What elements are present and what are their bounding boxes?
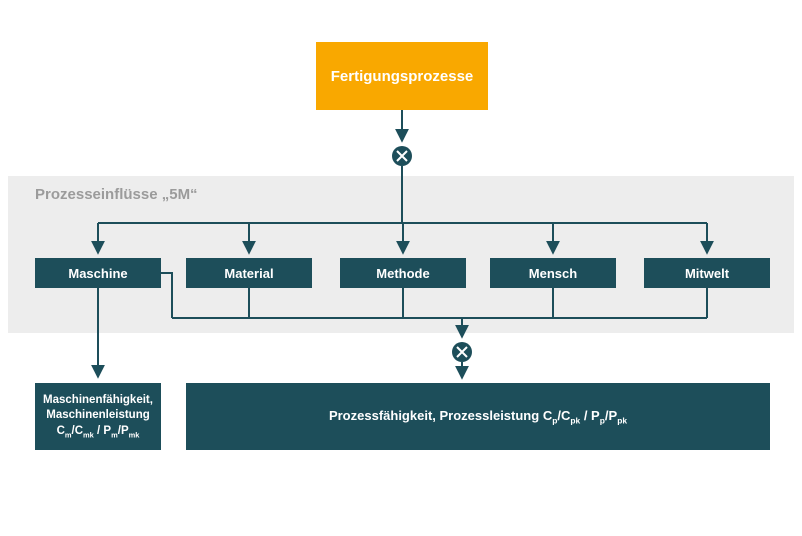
influence-box-mensch: Mensch [490, 258, 616, 288]
influence-box-methode: Methode [340, 258, 466, 288]
influence-label: Mitwelt [684, 265, 730, 281]
multiply-junction-icon [452, 342, 472, 362]
multiply-junction-icon [392, 146, 412, 166]
connector-maschine-elbow [160, 272, 173, 318]
influence-label: Mensch [528, 265, 578, 281]
influence-box-mitwelt: Mitwelt [644, 258, 770, 288]
process-capability-box: Prozessfähigkeit, Prozessleistung Cp/Cpk… [186, 383, 770, 450]
root-process-label: Fertigungsprozesse [330, 67, 474, 85]
process-capability-formula: Cp/Cpk / Pp/Ppk [542, 407, 628, 426]
influence-box-maschine: Maschine [35, 258, 161, 288]
influence-label: Material [224, 265, 274, 281]
influence-box-material: Material [186, 258, 312, 288]
band-title: Prozesseinflüsse „5M“ [35, 186, 198, 203]
machine-capability-line2: Maschinenleistung [46, 409, 150, 422]
machine-capability-formula: Cm/Cmk / Pm/Pmk [56, 424, 140, 440]
process-capability-label: Prozessfähigkeit, Prozessleistung Cp/Cpk… [329, 408, 627, 426]
influence-label: Methode [376, 265, 430, 281]
machine-capability-box: Maschinenfähigkeit, Maschinenleistung Cm… [35, 383, 161, 450]
influence-label: Maschine [68, 265, 128, 281]
machine-capability-line1: Maschinenfähigkeit, [43, 393, 153, 406]
process-capability-text: Prozessfähigkeit, Prozessleistung [328, 407, 543, 423]
root-process-box: Fertigungsprozesse [316, 42, 488, 110]
